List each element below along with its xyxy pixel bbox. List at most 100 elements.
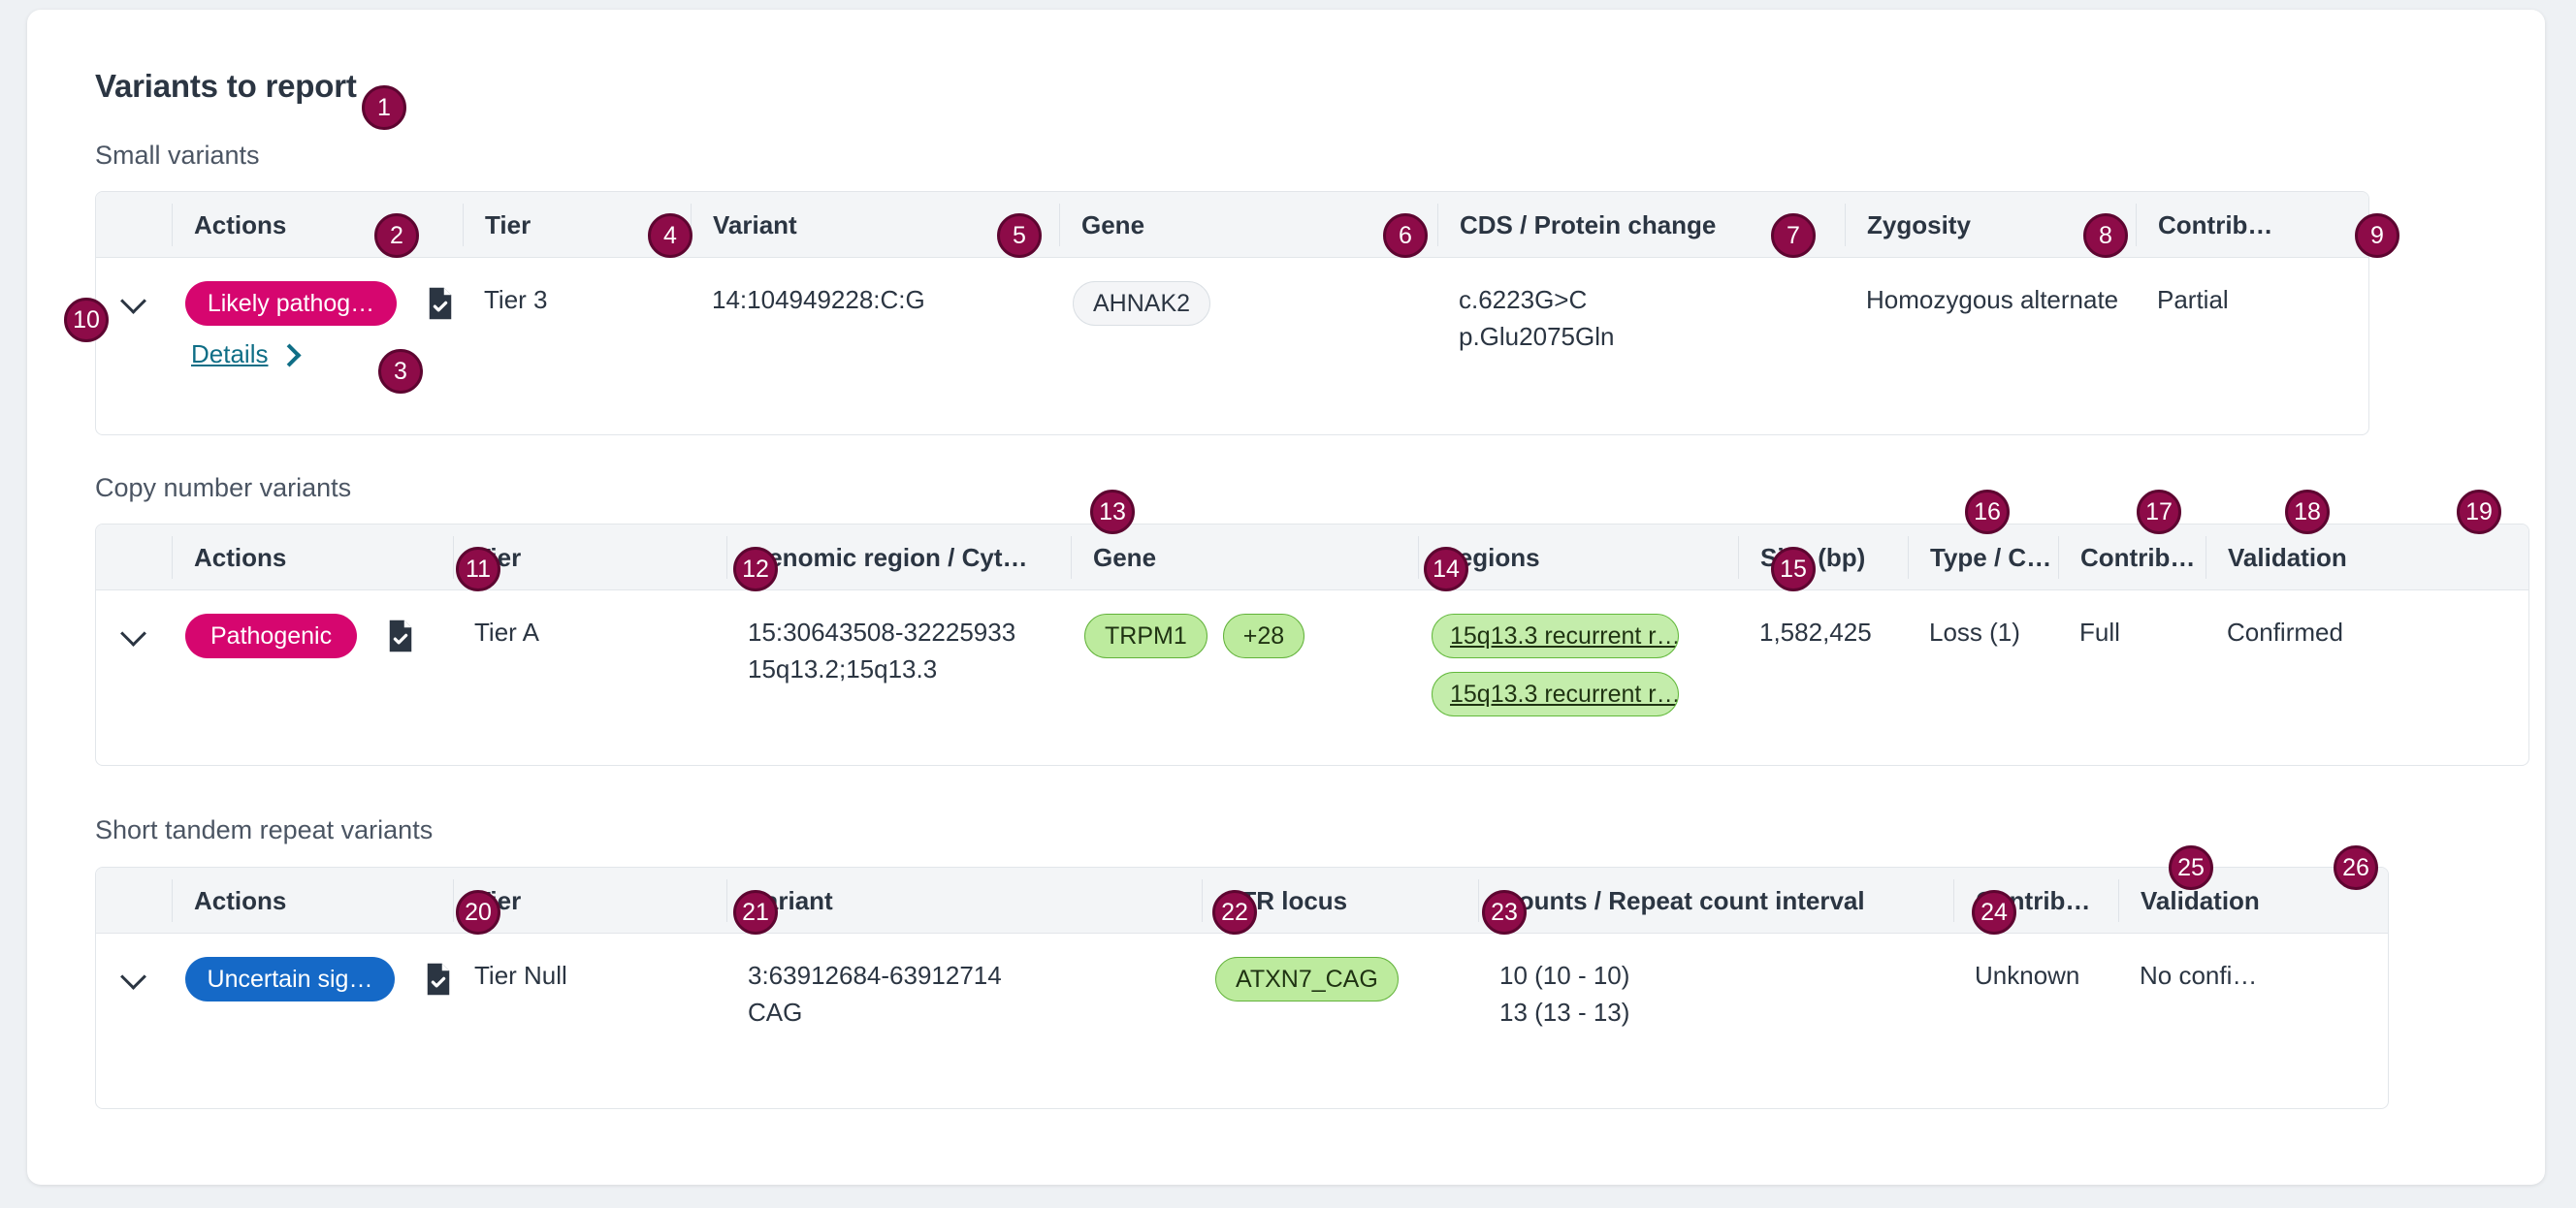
region-chip[interactable]: 15q13.3 recurrent r… <box>1432 614 1679 658</box>
col-contribution[interactable]: Contrib… <box>2058 535 2206 579</box>
cytoband: 15q13.2;15q13.3 <box>748 654 938 683</box>
section-label-copy-number-variants: Copy number variants <box>95 473 352 502</box>
genomic-region: 15:30643508-32225933 <box>748 618 1016 647</box>
cell-zygosity: Homozygous alternate <box>1866 285 2119 314</box>
classification-row: Uncertain sig… <box>185 957 453 1001</box>
annotation-bubble-2: 2 <box>374 213 419 258</box>
cell-str-locus: ATXN7_CAG <box>1202 957 1478 1001</box>
annotation-bubble-14: 14 <box>1424 547 1468 591</box>
cell-counts: 10 (10 - 10) 13 (13 - 13) <box>1478 957 1953 1031</box>
annotation-bubble-7: 7 <box>1771 213 1816 258</box>
col-expander <box>96 536 172 579</box>
cell-variant: 3:63912684-63912714 CAG <box>726 957 1202 1031</box>
table-row: Likely pathog… Details <box>96 258 2368 372</box>
gene-chip-row: TRPM1 +28 <box>1084 614 1418 658</box>
col-validation[interactable]: Validation <box>2206 535 2399 579</box>
cell-contribution: Full <box>2079 618 2120 647</box>
classification-badge[interactable]: Uncertain sig… <box>185 957 395 1001</box>
col-actions[interactable]: Actions <box>172 203 463 246</box>
cell-actions: Uncertain sig… <box>172 957 453 1001</box>
annotation-bubble-19: 19 <box>2457 490 2501 534</box>
chevron-down-icon[interactable] <box>121 963 146 988</box>
annotation-bubble-24: 24 <box>1972 890 2016 935</box>
gene-chip[interactable]: AHNAK2 <box>1073 281 1211 326</box>
col-type-copy-number[interactable]: Type / C… <box>1908 535 2058 579</box>
gene-chip[interactable]: TRPM1 <box>1084 614 1208 658</box>
row-expander-cell <box>96 957 172 988</box>
cell-gene: TRPM1 +28 <box>1071 614 1418 658</box>
cell-contribution: Unknown <box>1975 961 2080 990</box>
classification-row: Likely pathog… <box>185 281 463 326</box>
cell-type: Loss (1) <box>1929 618 2020 647</box>
repeat-count-1: 10 (10 - 10) <box>1499 961 1630 990</box>
col-expander <box>96 879 172 922</box>
document-check-icon[interactable] <box>426 286 455 321</box>
annotation-bubble-18: 18 <box>2285 490 2330 534</box>
annotation-bubble-15: 15 <box>1771 547 1816 591</box>
annotation-bubble-1: 1 <box>362 85 406 130</box>
annotation-bubble-22: 22 <box>1212 890 1257 935</box>
classification-row: Pathogenic <box>185 614 453 658</box>
col-contribution[interactable]: Contrib… <box>2136 203 2368 246</box>
str-locus-chip[interactable]: ATXN7_CAG <box>1215 957 1399 1001</box>
annotation-bubble-4: 4 <box>648 213 692 258</box>
annotation-bubble-17: 17 <box>2137 490 2181 534</box>
cell-validation: No confi… <box>2140 961 2258 990</box>
section-label-small-variants: Small variants <box>95 141 260 170</box>
annotation-bubble-10: 10 <box>64 298 109 342</box>
cell-genomic-region: 15:30643508-32225933 15q13.2;15q13.3 <box>726 614 1071 687</box>
regions-list: 15q13.3 recurrent r… 15q13.3 recurrent r… <box>1432 614 1738 716</box>
row-expander-cell <box>96 614 172 645</box>
annotation-bubble-21: 21 <box>733 890 778 935</box>
col-counts-repeat-interval[interactable]: Counts / Repeat count interval <box>1478 878 1953 922</box>
classification-badge[interactable]: Likely pathog… <box>185 281 397 326</box>
document-check-icon[interactable] <box>424 962 453 997</box>
region-chip[interactable]: 15q13.3 recurrent r… <box>1432 672 1679 716</box>
annotation-bubble-11: 11 <box>456 547 500 591</box>
col-gene[interactable]: Gene <box>1071 535 1418 579</box>
cell-gene: AHNAK2 <box>1059 281 1437 326</box>
section-label-str-variants: Short tandem repeat variants <box>95 815 434 844</box>
cell-variant: 14:104949228:C:G <box>712 285 925 314</box>
classification-badge[interactable]: Pathogenic <box>185 614 358 658</box>
cell-validation: Confirmed <box>2227 618 2343 647</box>
cell-actions: Pathogenic <box>172 614 453 658</box>
cell-tier: Tier Null <box>474 961 567 990</box>
annotation-bubble-23: 23 <box>1482 890 1527 935</box>
cell-contribution: Partial <box>2157 285 2229 314</box>
cell-cds-protein: c.6223G>C p.Glu2075Gln <box>1437 281 1845 355</box>
col-actions[interactable]: Actions <box>172 535 453 579</box>
col-expander <box>96 204 172 246</box>
variant-motif: CAG <box>748 998 803 1027</box>
document-check-icon[interactable] <box>386 619 415 653</box>
col-variant[interactable]: Variant <box>691 203 1059 246</box>
col-zygosity[interactable]: Zygosity <box>1845 203 2136 246</box>
chevron-down-icon[interactable] <box>121 620 146 645</box>
repeat-count-2: 13 (13 - 13) <box>1499 998 1630 1027</box>
details-link[interactable]: Details <box>191 335 297 372</box>
annotation-bubble-12: 12 <box>733 547 778 591</box>
cell-actions: Likely pathog… Details <box>172 281 463 372</box>
protein-change: p.Glu2075Gln <box>1459 322 1615 351</box>
col-variant[interactable]: Variant <box>726 878 1202 922</box>
details-link-label: Details <box>191 339 269 368</box>
col-validation[interactable]: Validation <box>2118 878 2312 922</box>
col-actions[interactable]: Actions <box>172 878 453 922</box>
col-size-bp[interactable]: Size (bp) <box>1738 535 1908 579</box>
col-genomic-region-cytoband[interactable]: Genomic region / Cyt… <box>726 535 1071 579</box>
small-variants-header-row: Actions Tier Variant Gene CDS / Protein … <box>96 192 2368 258</box>
report-card: Variants to report Small variants Action… <box>27 10 2545 1185</box>
page-title: Variants to report <box>95 68 357 104</box>
col-gene[interactable]: Gene <box>1059 203 1437 246</box>
cell-size-bp: 1,582,425 <box>1759 618 1872 647</box>
gene-overflow-chip[interactable]: +28 <box>1222 614 1305 658</box>
chevron-down-icon[interactable] <box>121 287 146 312</box>
cnv-header-row: Actions Tier Genomic region / Cyt… Gene … <box>96 525 2528 590</box>
annotation-bubble-9: 9 <box>2355 213 2399 258</box>
chevron-right-icon <box>281 346 297 362</box>
col-cds-protein-change[interactable]: CDS / Protein change <box>1437 203 1845 246</box>
col-tier[interactable]: Tier <box>463 203 691 246</box>
annotation-bubble-5: 5 <box>997 213 1042 258</box>
annotation-bubble-20: 20 <box>456 890 500 935</box>
row-expander-cell <box>96 281 172 312</box>
